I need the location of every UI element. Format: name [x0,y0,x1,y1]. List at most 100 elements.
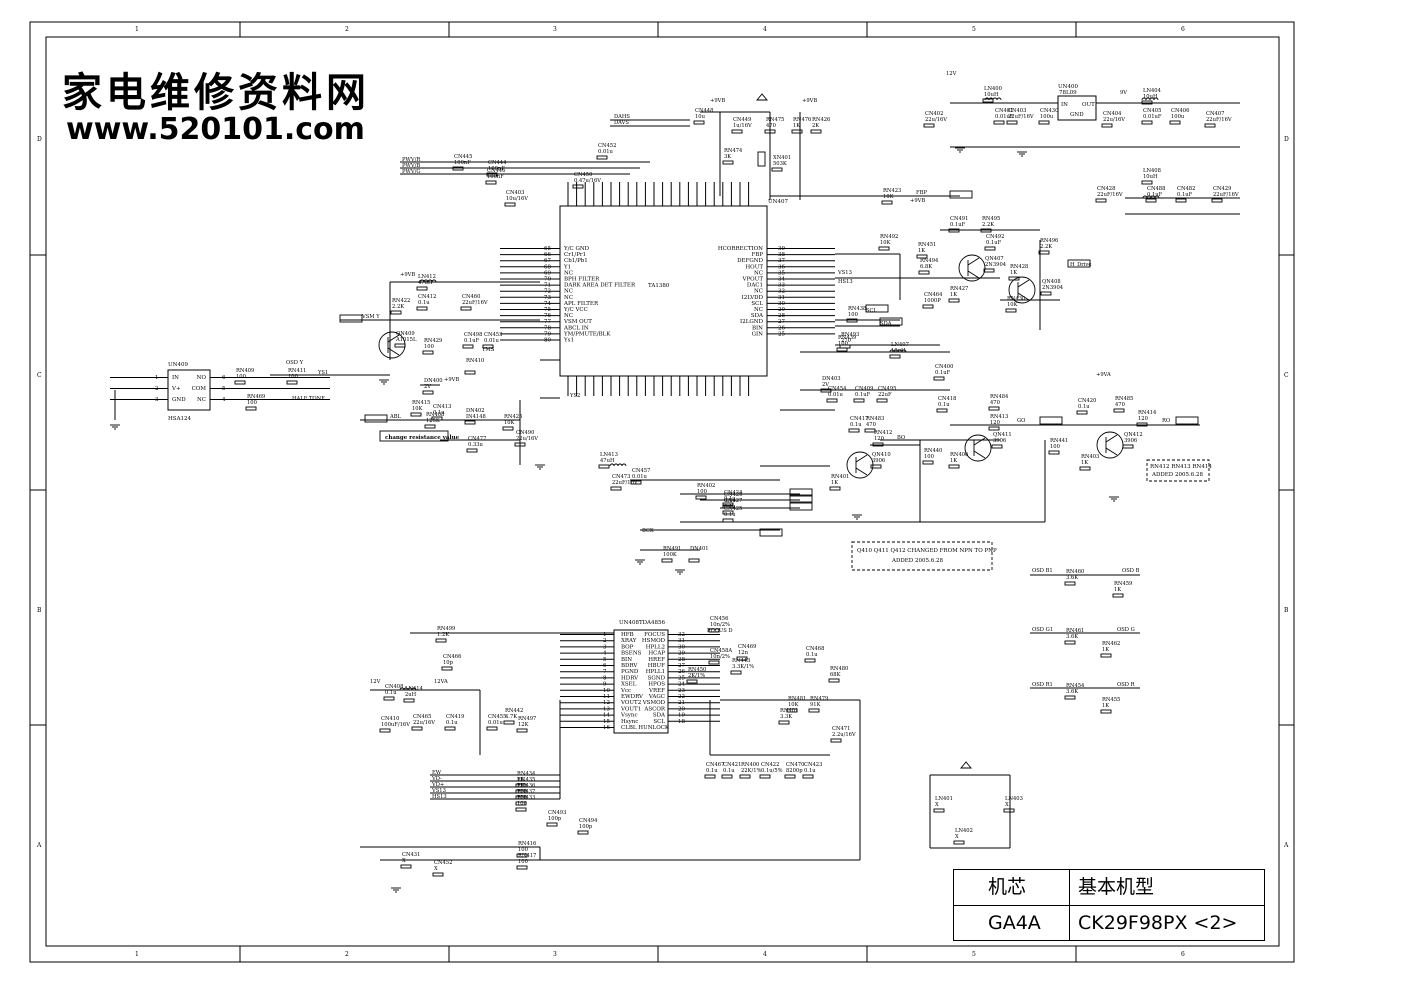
ta1380-pin-label: VPOUT [742,277,764,283]
component-body [286,380,298,385]
component-ref: CN428 [1097,186,1115,192]
component-body [577,830,589,835]
transistor-symbol [1008,276,1036,304]
component-ref: RN401 [831,474,849,480]
tda4856-pin-label: BSENS [621,651,642,657]
component-body [424,424,436,429]
grid-col-label: 1 [135,951,139,958]
grid-col-label: 2 [345,26,349,33]
component-ref: RN451 [918,242,936,248]
component-value: 3.6K [1066,575,1078,581]
tda4856-pin-num: 12 [603,700,610,706]
signal-label: OSD G [1117,627,1135,633]
component-body [695,495,707,500]
component-body [515,783,527,788]
signal-flag [759,528,783,537]
component-value: 22u/16V [516,436,538,442]
ta1380-pin-label: BPH FILTER [564,277,600,283]
ta1380-ref: UN407 [768,199,788,205]
ta1380-pin-label: NC [564,270,573,276]
component-value: 22uF [878,392,892,398]
component-ref: RN443 [732,658,750,664]
component-value: 0.01uF [995,114,1014,120]
component-ref: CN405 [1143,108,1161,114]
component-ref: DN401 [690,546,709,552]
component-value: 2N3904 [1042,285,1064,291]
signal-label: VS13 [431,788,446,794]
component-body [736,656,748,661]
added-r-note: RN412 RN413 RN414 [1150,464,1212,470]
component-ref: CN409 [855,386,873,392]
component-ref: RN497 [518,716,536,722]
signal-label: VD+ [431,782,444,788]
signal-flag [865,304,889,313]
component-value: 22uF/16V [1213,192,1239,198]
component-body [596,155,608,160]
signal-label: SCL [866,308,878,314]
component-ref: RN499 [437,626,455,632]
ta1380-pin-label: NC [564,289,573,295]
hsa124-pin: IN [172,375,179,381]
component-value: 1K [1010,270,1017,276]
component-body [984,246,996,251]
hsa124-pin-num: 1 [155,375,159,381]
component-ref: XN401 [773,155,791,161]
component-ref: CN455 [488,714,506,720]
transistor-symbol [964,434,992,462]
tda4856-pin-label: PGND [621,669,639,675]
component-ref: CN445 [454,154,472,160]
ta1380-pin-label: ABCL IN [563,325,589,331]
component-value: 0.1uF [464,338,480,344]
component-body [503,720,515,725]
component-body [482,344,494,349]
component-ref: QN411 [993,432,1012,438]
component-body [383,696,395,701]
tda4856-pin-label: HPOS [648,682,665,688]
component-ref: RN416 [518,841,536,847]
component-value: 22u/16V [413,720,435,726]
inductor-coil [617,463,623,467]
ta1380-pin-label: NC [564,313,573,319]
component-body [828,678,840,683]
component-value: 10n/2% [710,654,730,660]
signal-label: FBP [916,190,927,196]
grid-col-label: 6 [1181,26,1185,33]
ta1380-pin-label: Ys1 [563,338,574,344]
component-body [988,406,1000,411]
component-ref: CN491 [950,216,968,222]
component-ref: RN475 [766,117,784,123]
component-body [400,864,412,869]
component-body [1040,291,1052,296]
component-body [923,123,935,128]
component-body [422,390,434,395]
component-value: 0.01uF [1143,114,1162,120]
component-body [1064,640,1076,645]
component-body [721,774,733,779]
ta1380-pin-num: 28 [778,313,785,319]
component-body [870,464,882,469]
component-body [802,774,814,779]
signal-flag [949,190,973,199]
component-value: 3906 [1124,438,1137,444]
component-value: 2.2K [1040,244,1052,250]
component-ref: CN471 [832,726,850,732]
component-body [1038,250,1050,255]
tda4856-pin-label: HDRV [621,675,639,681]
component-value: 100nF [488,166,505,172]
component-value: 0.01u [828,392,844,398]
component-body [933,808,945,813]
component-value: 270 [841,338,851,344]
component-ref: CN425 [724,506,742,512]
ta1380-pin-num: 27 [778,319,785,325]
component-body [1064,581,1076,586]
core-value: GA4A [988,912,1041,934]
component-ref: CN401 [995,108,1013,114]
component-body [784,774,796,779]
signal-label: FOCUS D [707,628,733,634]
component-value: 8200p [786,768,803,774]
component-ref: CN495 [878,386,896,392]
component-value: 2.2u/16V [832,732,856,738]
component-body [485,180,497,185]
component-value: 22uF/16V [462,300,488,306]
component-ref: CN452 [434,860,452,866]
